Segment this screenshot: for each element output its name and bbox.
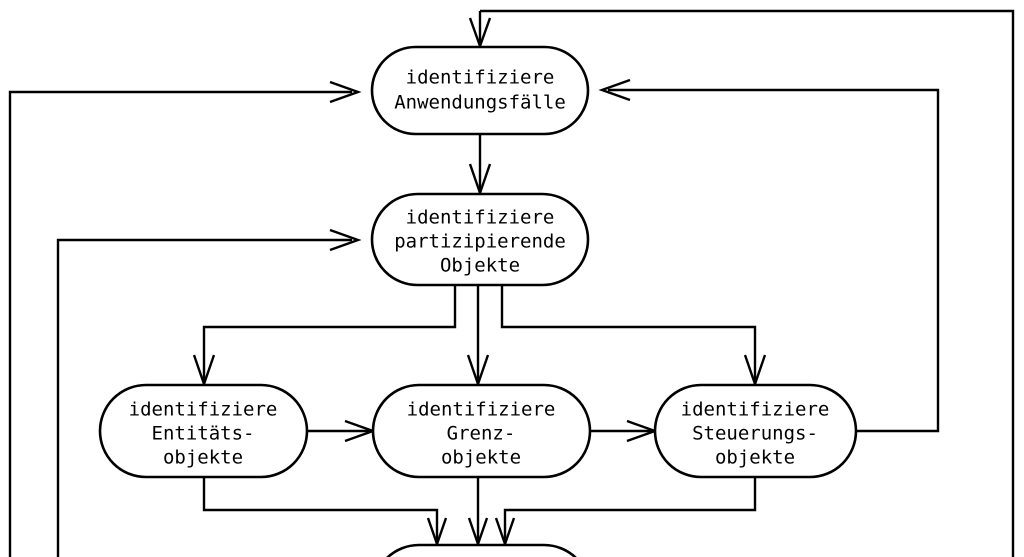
edge-entitaets-to-bottom — [202, 477, 439, 545]
node-grenzobjekte-shape — [371, 383, 592, 479]
arrowhead-right-feedback — [598, 78, 631, 102]
arrowhead-left-outer-feedback — [329, 80, 362, 104]
node-grenzobjekte-line2: Grenz- — [447, 423, 516, 445]
node-anwendungsfaelle-shape — [370, 45, 590, 136]
node-steuerungsobjekte-line1: identifiziere — [681, 399, 830, 421]
edge-outer-right-rail — [480, 9, 1015, 557]
node-bottom-partial[interactable] — [373, 543, 590, 557]
node-partizipierende-objekte-line1: identifiziere — [406, 207, 555, 229]
node-grenzobjekte[interactable]: identifiziere Grenz- objekte — [371, 383, 592, 479]
node-grenzobjekte-line1: identifiziere — [407, 399, 556, 421]
node-entitaetsobjekte-line2: Entitäts- — [152, 423, 255, 445]
edge-right-feedback — [608, 88, 940, 433]
node-partizipierende-objekte-line2: partizipierende — [394, 231, 566, 253]
node-partizipierende-objekte-shape — [370, 192, 590, 287]
edge-steuerungs-to-bottom — [503, 477, 757, 545]
node-partizipierende-objekte-line3: Objekte — [440, 255, 520, 277]
edge-partizipierende-to-steuerungs — [500, 285, 757, 385]
node-grenzobjekte-line3: objekte — [441, 447, 521, 469]
node-anwendungsfaelle-line1: identifiziere — [406, 67, 555, 89]
node-partizipierende-objekte[interactable]: identifiziere partizipierende Objekte — [370, 192, 590, 287]
edge-left-inner-feedback — [56, 238, 352, 557]
node-anwendungsfaelle-line2: Anwendungsfälle — [394, 92, 566, 114]
node-anwendungsfaelle[interactable]: identifiziere Anwendungsfälle — [370, 45, 590, 136]
node-entitaetsobjekte[interactable]: identifiziere Entitäts- objekte — [98, 383, 309, 479]
edge-left-outer-feedback — [8, 90, 352, 557]
node-steuerungsobjekte-line2: Steuerungs- — [692, 423, 818, 445]
arrowhead-left-inner-feedback — [329, 228, 362, 252]
node-entitaetsobjekte-line3: objekte — [163, 447, 243, 469]
node-steuerungsobjekte-line3: objekte — [715, 447, 795, 469]
node-bottom-partial-shape — [386, 543, 577, 557]
node-steuerungsobjekte[interactable]: identifiziere Steuerungs- objekte — [653, 383, 858, 479]
node-entitaetsobjekte-shape — [98, 383, 309, 479]
edge-partizipierende-to-entitaets — [202, 285, 457, 385]
node-entitaetsobjekte-line1: identifiziere — [129, 399, 278, 421]
node-steuerungsobjekte-shape — [653, 383, 858, 479]
